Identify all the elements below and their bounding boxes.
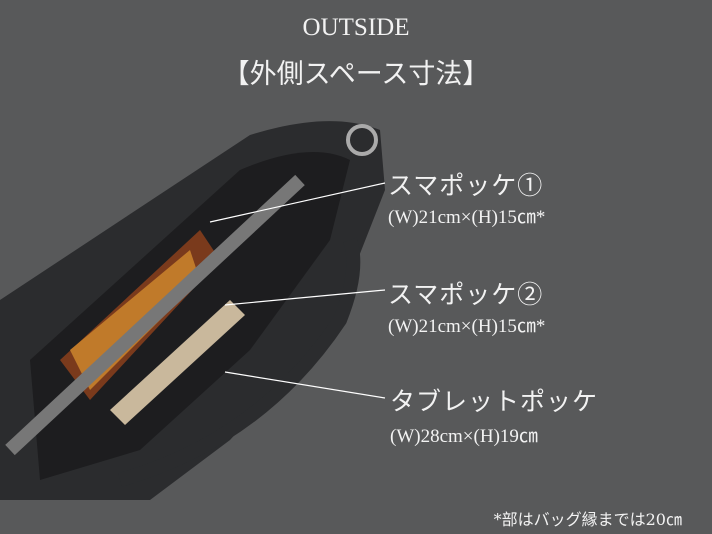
- pointer-line-1: [209, 182, 386, 223]
- pointer-line-3: [224, 371, 386, 399]
- footnote: *部はバッグ縁までは20㎝: [493, 510, 682, 529]
- pocket-1-dims: (W)21cm×(H)15㎝*: [388, 207, 546, 228]
- handle: [118, 237, 361, 487]
- zipper: [5, 174, 305, 456]
- pocket-3-dims: (W)28cm×(H)19㎝: [390, 426, 538, 447]
- bag-opening: [30, 152, 350, 480]
- page-subtitle: 【外側スペース寸法】: [222, 59, 490, 90]
- ring-hardware: [346, 124, 378, 156]
- pointer-line-2: [224, 289, 386, 306]
- tablet: [110, 300, 245, 425]
- pocket-1-label: スマポッケ①: [388, 171, 544, 200]
- page-title: OUTSIDE: [302, 14, 410, 41]
- pocket-3-label: タブレットポッケ: [390, 387, 599, 416]
- pocket-2-dims: (W)21cm×(H)15㎝*: [388, 316, 546, 337]
- pocket-2-label: スマポッケ②: [388, 280, 544, 309]
